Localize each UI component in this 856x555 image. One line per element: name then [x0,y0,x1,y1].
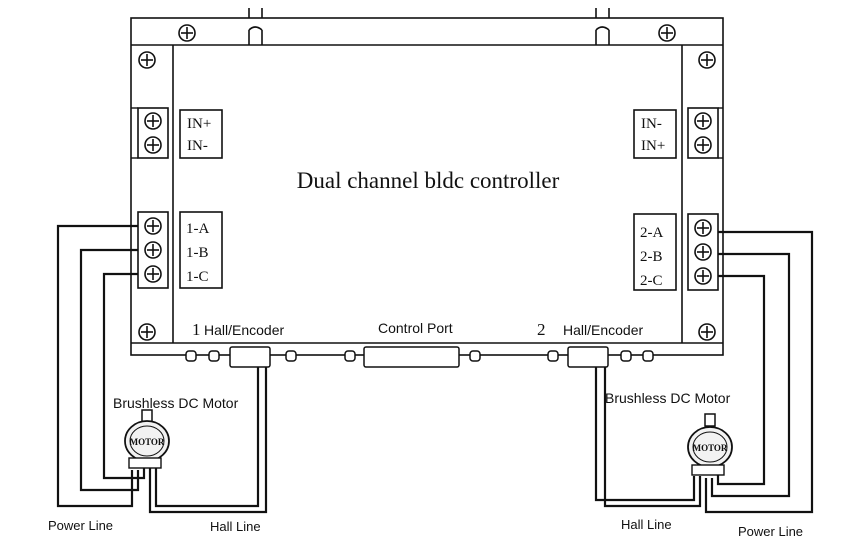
right-motor-badge: MOTOR [693,443,728,453]
right-power-line-label: Power Line [738,524,803,539]
left-phase-b-label: 1-B [186,245,209,261]
left-hall-line-wires [148,367,268,514]
left-power-line-wires [56,224,146,508]
right-in-minus-label: IN- [641,116,662,132]
control-port-label: Control Port [378,320,453,336]
right-phase-b-label: 2-B [640,249,663,265]
right-hall-line-wires [594,367,702,508]
left-power-line-label: Power Line [48,518,113,533]
right-phase-a-label: 2-A [640,225,663,241]
right-in-plus-label: IN+ [641,138,665,154]
port1-label: Hall/Encoder [204,322,284,338]
port2-number: 2 [537,320,546,339]
port2-label: Hall/Encoder [563,322,643,338]
left-phase-a-label: 1-A [186,221,209,237]
left-motor-icon [124,409,170,469]
right-power-label-box [633,109,677,159]
left-motor-label: Brushless DC Motor [113,395,239,411]
right-motor-icon [687,413,733,476]
right-hall-line-label: Hall Line [621,517,672,532]
bottom-connectors [185,346,654,368]
left-hall-line-label: Hall Line [210,519,261,534]
right-phase-c-label: 2-C [640,273,663,289]
left-in-minus-label: IN- [187,138,208,154]
left-motor-badge: MOTOR [130,437,165,447]
left-phase-c-label: 1-C [186,269,209,285]
left-in-plus-label: IN+ [187,116,211,132]
left-power-label-box [179,109,223,159]
right-power-line-wires [704,230,814,514]
left-motor-terminal-block [137,211,169,289]
controller-title: Dual channel bldc controller [297,168,560,193]
right-motor-label-box [633,213,677,291]
port1-number: 1 [192,320,201,339]
right-power-terminal-block [687,107,723,159]
left-motor-label-box [179,211,223,289]
left-power-terminal-block [131,107,169,159]
right-motor-label: Brushless DC Motor [605,390,731,406]
right-motor-terminal-block [687,213,719,291]
